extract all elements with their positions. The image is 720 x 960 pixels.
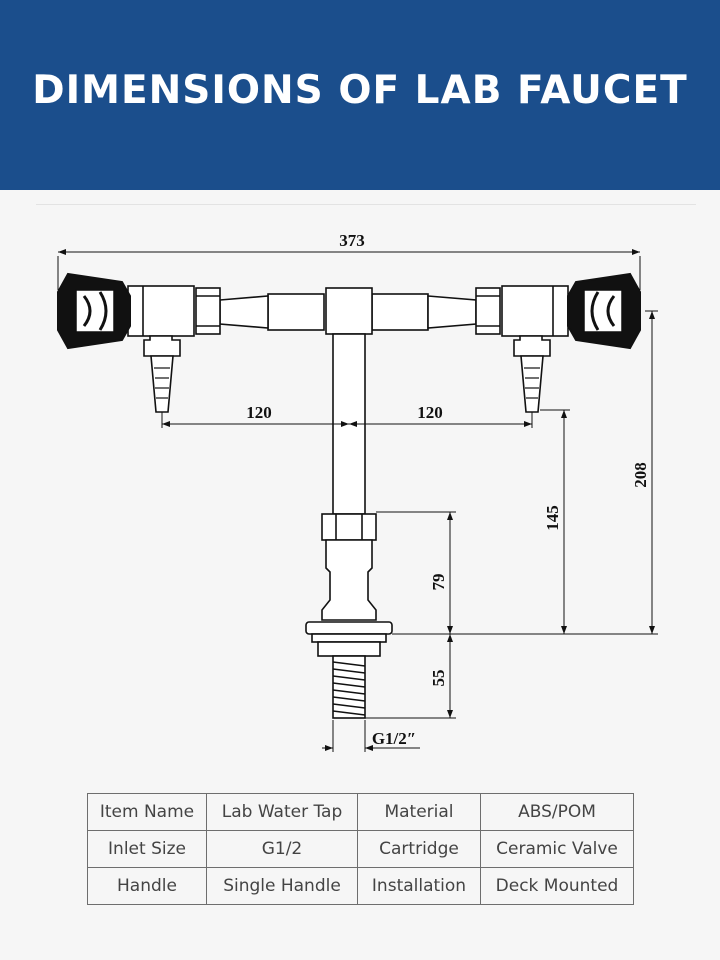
spec-value-item-name: Lab Water Tap: [206, 793, 358, 831]
spec-label-handle: Handle: [87, 867, 207, 905]
table-row: Handle Single Handle Installation Deck M…: [87, 867, 634, 905]
spec-value-inlet-size: G1/2: [206, 830, 358, 868]
left-handle-knob: [57, 272, 131, 350]
table-row: Inlet Size G1/2 Cartridge Ceramic Valve: [87, 830, 634, 868]
spec-value-cartridge: Ceramic Valve: [480, 830, 634, 868]
faucet-technical-drawing: 373 120 120 208 145 79 55 G1/2″: [57, 231, 658, 752]
dim-body-height: 79: [429, 574, 448, 591]
divider: [36, 204, 696, 205]
spec-table: Item Name Lab Water Tap Material ABS/POM…: [87, 793, 634, 905]
spec-label-material: Material: [357, 793, 481, 831]
dim-total-height: 208: [631, 462, 650, 488]
dim-left-spacing: 120: [246, 403, 272, 422]
dim-overall-width: 373: [339, 231, 365, 250]
dim-thread-size: G1/2″: [372, 729, 416, 748]
title-banner: DIMENSIONS OF LAB FAUCET: [0, 0, 720, 190]
spec-value-handle: Single Handle: [206, 867, 358, 905]
dim-shank-length: 55: [429, 670, 448, 687]
spec-label-item-name: Item Name: [87, 793, 207, 831]
spec-label-inlet-size: Inlet Size: [87, 830, 207, 868]
right-handle-knob: [567, 272, 641, 350]
spec-label-installation: Installation: [357, 867, 481, 905]
table-row: Item Name Lab Water Tap Material ABS/POM: [87, 793, 634, 831]
faucet-body: [127, 285, 569, 719]
dim-outlet-height: 145: [543, 505, 562, 531]
page-title: DIMENSIONS OF LAB FAUCET: [32, 68, 688, 113]
spec-value-installation: Deck Mounted: [480, 867, 634, 905]
spec-label-cartridge: Cartridge: [357, 830, 481, 868]
dim-right-spacing: 120: [417, 403, 443, 422]
spec-value-material: ABS/POM: [480, 793, 634, 831]
